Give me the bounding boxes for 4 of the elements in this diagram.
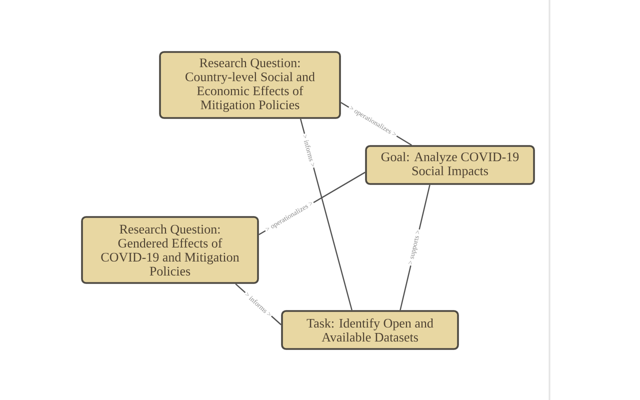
rounded-box: Task: Identify Open and Available Datasets [281, 310, 459, 350]
rounded-box: Research Question: Country-level Social and Economic Effects of Mitigation Policies [159, 51, 341, 119]
rounded-box: Goal: Analyze COVID-19 Social Impacts [365, 145, 535, 185]
rounded-box: Research Question: Gendered Effects of COVID-19 and Mitigation Policies [81, 216, 259, 284]
